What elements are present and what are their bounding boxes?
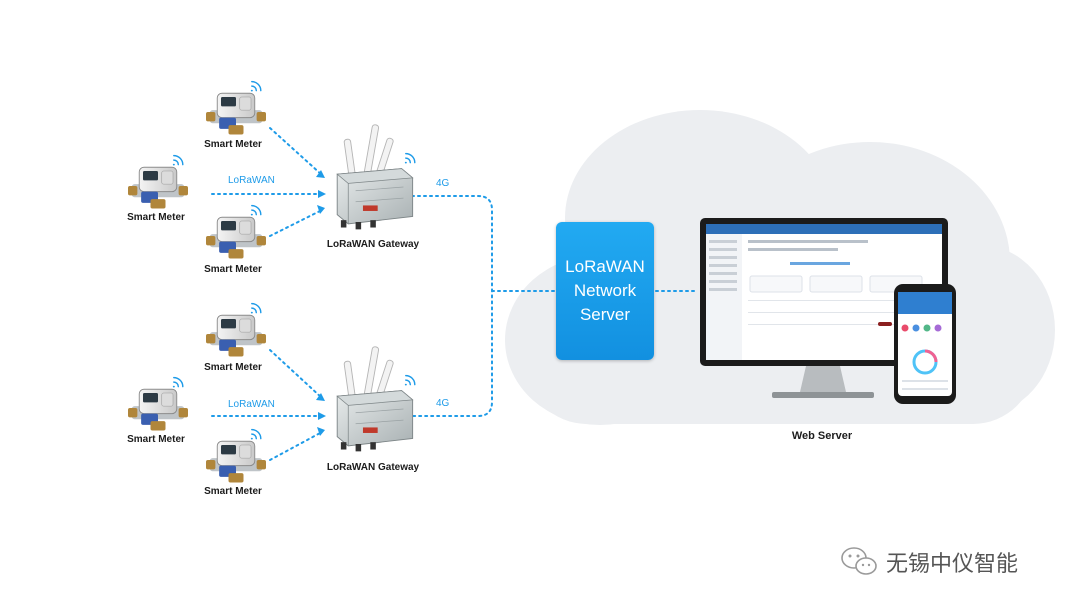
brand-watermark: 无锡中仪智能: [838, 546, 1018, 578]
arrowhead: [316, 393, 325, 401]
smart-meter-5: [128, 376, 188, 431]
link-meter-1-gateway-1: [269, 127, 323, 176]
wireless-signal-icon: [172, 376, 184, 388]
water-meter-icon: [206, 92, 266, 135]
smart-meter-3: [206, 204, 266, 259]
arrowhead: [318, 412, 326, 420]
gateway-label: LoRaWAN Gateway: [326, 239, 420, 250]
lorawan-network-server: LoRaWAN Network Server: [556, 222, 654, 360]
lorawan-gateway-1: [336, 123, 416, 230]
smart-meter-1: [206, 80, 266, 135]
wireless-signal-icon: [172, 154, 184, 166]
wechat-icon: [841, 547, 877, 575]
server-label: LoRaWAN Network Server: [565, 257, 645, 324]
lorawan-gateway-2: [336, 345, 416, 452]
dotted-links: [211, 127, 699, 461]
link-meter-6-gateway-2: [269, 431, 323, 461]
smart-meter-4: [206, 302, 266, 357]
water-meter-icon: [206, 440, 266, 483]
uplink-label: 4G: [436, 178, 450, 189]
mobile-phone: [894, 284, 956, 404]
meter-label: Smart Meter: [127, 434, 185, 445]
web-server-label: Web Server: [791, 430, 853, 442]
uplink-label: 4G: [436, 398, 450, 409]
meter-label: Smart Meter: [204, 139, 262, 150]
arrowhead: [316, 170, 325, 178]
water-meter-icon: [128, 388, 188, 431]
meter-label: Smart Meter: [127, 212, 185, 223]
lorawan-link-label: LoRaWAN: [228, 175, 275, 186]
wireless-signal-icon: [250, 428, 262, 440]
gateway-label: LoRaWAN Gateway: [326, 462, 420, 473]
link-meter-3-gateway-1: [269, 209, 323, 237]
wireless-signal-icon: [250, 302, 262, 314]
arrowhead: [317, 205, 325, 214]
link-arrowheads: [316, 170, 326, 436]
meter-label: Smart Meter: [204, 486, 262, 497]
link-meter-4-gateway-2: [269, 349, 323, 399]
arrowhead: [318, 190, 326, 198]
gateway-icon: [336, 123, 414, 230]
meter-label: Smart Meter: [204, 264, 262, 275]
gateway-icon: [336, 345, 414, 452]
smart-meter-2: [128, 154, 188, 209]
wireless-signal-icon: [404, 152, 416, 164]
wireless-signal-icon: [250, 204, 262, 216]
brand-text: 无锡中仪智能: [886, 552, 1019, 577]
meter-label: Smart Meter: [204, 362, 262, 373]
wireless-signal-icon: [250, 80, 262, 92]
water-meter-icon: [206, 314, 266, 357]
lorawan-link-label: LoRaWAN: [228, 399, 275, 410]
smart-meter-6: [206, 428, 266, 483]
arrowhead: [317, 427, 325, 436]
water-meter-icon: [128, 166, 188, 209]
uplink-bracket: [411, 195, 493, 417]
water-meter-icon: [206, 216, 266, 259]
wireless-signal-icon: [404, 374, 416, 386]
